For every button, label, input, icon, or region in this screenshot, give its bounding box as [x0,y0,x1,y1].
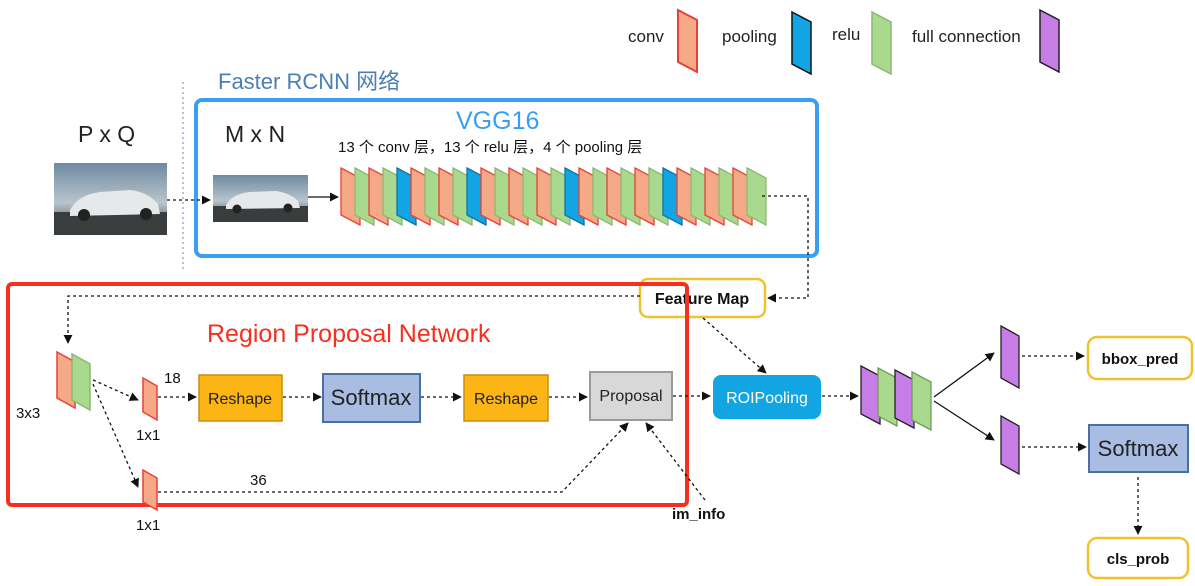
reshape2-label: Reshape [474,391,538,408]
reshape1-box [198,374,283,422]
feature-map-box [638,277,767,319]
bbox-pred-label: bbox_pred [1102,351,1179,368]
legend-pooling-label: pooling [722,27,777,46]
fc-layer-1 [860,364,881,426]
mxn-label: M x N [225,121,285,147]
legend: conv pooling relu full connection [628,8,1060,76]
vgg16-box [194,98,819,258]
proposal-label: Proposal [599,388,662,405]
rpn-1x1-top-label: 1x1 [136,427,160,444]
legend-conv-label: conv [628,27,664,46]
input-image-mxn [213,175,308,222]
roi-pooling-box [713,375,821,419]
rpn-3x3-relu [71,352,91,412]
fc-layer-2 [894,368,915,430]
vgg-layer-relu [746,166,767,227]
legend-fc-label: full connection [912,27,1021,46]
reshape1-label: Reshape [208,391,272,408]
rpn-1x1-bbox-conv [142,468,158,512]
im-info-label: im_info [672,506,725,523]
cls-softmax-box [1088,424,1189,473]
cls-prob-label: cls_prob [1107,551,1170,568]
faster-rcnn-title: Faster RCNN 网络 [218,69,400,94]
relu-layer-1 [877,366,898,428]
legend-relu-label: relu [832,25,860,44]
rpn-title: Region Proposal Network [207,320,491,348]
input-image-pxq [54,163,167,235]
rpn-3x3-conv [56,350,76,410]
arrow-iminfo-to-proposal [645,422,706,501]
arrow-fc-to-cls-fc [933,400,995,441]
arrow-vgg-to-featuremap [762,195,809,303]
bbox-pred-box [1086,335,1194,381]
arrow-featuremap-to-rpn [63,295,640,344]
rpn-ch-36-label: 36 [250,472,267,489]
pxq-label: P x Q [78,121,135,147]
rpn-softmax-box [322,373,421,423]
cls-prob-box [1086,536,1190,580]
vgg16-subtitle: 13 个 conv 层，13 个 relu 层，4 个 pooling 层 [338,139,642,156]
cls-fc-layer [1000,414,1020,476]
arrow-fc-to-bbox-fc [933,352,995,398]
rpn-3x3-label: 3x3 [16,405,40,422]
arrow-3x3-to-1x1-top [92,379,139,401]
arrow-3x3-to-1x1-bottom [92,383,139,488]
reshape2-box [463,374,549,422]
rpn-softmax-label: Softmax [331,385,412,410]
legend-conv-swatch [677,8,698,74]
relu-layer-2 [911,370,932,432]
arrow-1x1-bottom-to-proposal [158,422,629,493]
vgg16-title: VGG16 [456,107,539,135]
roi-pooling-label: ROIPooling [726,390,808,407]
rpn-1x1-bottom-label: 1x1 [136,517,160,534]
bbox-fc-layer [1000,324,1020,390]
vgg16-layers [340,166,767,227]
legend-pooling-swatch [791,10,812,76]
cls-softmax-label: Softmax [1098,436,1179,461]
fc-stack [860,364,932,432]
legend-relu-swatch [871,10,892,76]
rpn-ch-18-label: 18 [164,370,181,387]
rpn-1x1-cls-conv [142,376,158,422]
rpn-box [6,282,689,507]
legend-fc-swatch [1039,8,1060,74]
arrow-featuremap-to-roipooling [702,317,767,374]
proposal-box [589,371,673,421]
feature-map-label: Feature Map [655,291,749,308]
